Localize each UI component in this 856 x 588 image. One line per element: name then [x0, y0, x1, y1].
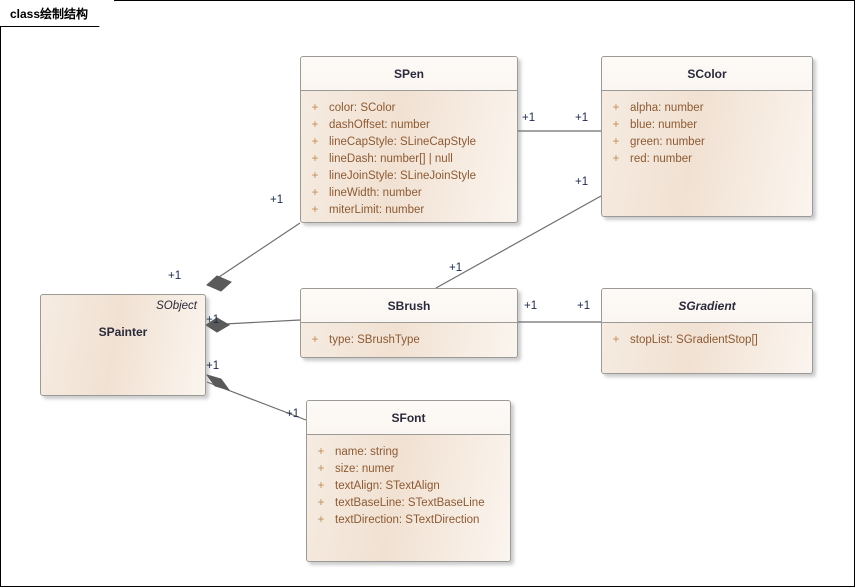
- class-attributes: + stopList: SGradientStop[]: [602, 323, 812, 355]
- visibility-marker: +: [317, 497, 325, 509]
- visibility-marker: +: [311, 102, 319, 114]
- class-box-scolor[interactable]: SColor + alpha: number + blue: number + …: [601, 56, 813, 217]
- multiplicity-label: +1: [524, 300, 538, 312]
- visibility-marker: +: [612, 102, 620, 114]
- visibility-marker: +: [311, 136, 319, 148]
- class-title: SFont: [391, 410, 426, 425]
- multiplicity-label: +1: [206, 314, 220, 326]
- visibility-marker: +: [311, 204, 319, 216]
- class-header: SFont: [307, 401, 510, 435]
- multiplicity-label: +1: [168, 270, 182, 282]
- visibility-marker: +: [311, 119, 319, 131]
- class-title: SBrush: [387, 298, 431, 313]
- class-parent-label: SObject: [156, 300, 197, 312]
- multiplicity-label: +1: [575, 176, 589, 188]
- attribute-label: stopList: SGradientStop[]: [630, 334, 758, 346]
- attribute-label: size: numer: [335, 463, 395, 475]
- class-box-sbrush[interactable]: SBrush + type: SBrushType: [300, 288, 518, 358]
- class-box-spen[interactable]: SPen + color: SColor + dashOffset: numbe…: [300, 56, 518, 223]
- class-attributes: + color: SColor + dashOffset: number + l…: [301, 91, 517, 222]
- attribute-row: + lineCapStyle: SLineCapStyle: [301, 134, 517, 151]
- connector-spainter-spen[interactable]: [206, 222, 301, 292]
- attribute-row: + textAlign: STextAlign: [307, 478, 510, 495]
- visibility-marker: +: [317, 514, 325, 526]
- attribute-row: + stopList: SGradientStop[]: [602, 332, 812, 349]
- class-title: SColor: [687, 66, 727, 81]
- attribute-row: + lineDash: number[] | null: [301, 151, 517, 168]
- attribute-label: alpha: number: [630, 102, 704, 114]
- connector-sbrush-scolor[interactable]: [435, 195, 602, 289]
- attribute-label: name: string: [335, 446, 399, 458]
- attribute-label: red: number: [630, 153, 693, 165]
- attribute-row: + green: number: [602, 134, 812, 151]
- class-header: SGradient: [602, 289, 812, 323]
- visibility-marker: +: [612, 153, 620, 165]
- multiplicity-label: +1: [270, 194, 284, 206]
- multiplicity-label: +1: [577, 300, 591, 312]
- class-box-sgradient[interactable]: SGradient + stopList: SGradientStop[]: [601, 288, 813, 374]
- diagram-title-tab: class绘制结构: [0, 0, 115, 27]
- multiplicity-label: +1: [206, 360, 220, 372]
- multiplicity-label: +1: [522, 112, 536, 124]
- attribute-row: + lineWidth: number: [301, 185, 517, 202]
- attribute-row: + type: SBrushType: [301, 332, 517, 349]
- attribute-label: textBaseLine: STextBaseLine: [335, 497, 485, 509]
- visibility-marker: +: [317, 446, 325, 458]
- visibility-marker: +: [612, 119, 620, 131]
- attribute-label: miterLimit: number: [329, 204, 425, 216]
- visibility-marker: +: [311, 153, 319, 165]
- attribute-row: + color: SColor: [301, 100, 517, 117]
- attribute-label: blue: number: [630, 119, 698, 131]
- composition-diamond-icon: [206, 275, 232, 292]
- attribute-row: + dashOffset: number: [301, 117, 517, 134]
- class-header: SPen: [301, 57, 517, 91]
- class-header: SColor: [602, 57, 812, 91]
- visibility-marker: +: [612, 334, 620, 346]
- attribute-label: lineJoinStyle: SLineJoinStyle: [329, 170, 477, 182]
- multiplicity-label: +1: [286, 408, 300, 420]
- attribute-row: + textBaseLine: STextBaseLine: [307, 495, 510, 512]
- attribute-label: dashOffset: number: [329, 119, 430, 131]
- attribute-row: + lineJoinStyle: SLineJoinStyle: [301, 168, 517, 185]
- attribute-label: lineDash: number[] | null: [329, 153, 453, 165]
- visibility-marker: +: [317, 463, 325, 475]
- attribute-label: textDirection: STextDirection: [335, 514, 480, 526]
- class-attributes: + alpha: number + blue: number + green: …: [602, 91, 812, 174]
- attribute-row: + name: string: [307, 444, 510, 461]
- visibility-marker: +: [317, 480, 325, 492]
- attribute-label: textAlign: STextAlign: [335, 480, 440, 492]
- attribute-row: + size: numer: [307, 461, 510, 478]
- visibility-marker: +: [311, 334, 319, 346]
- class-title: SPen: [393, 66, 424, 81]
- class-title: SPainter: [98, 325, 148, 339]
- attribute-row: + alpha: number: [602, 100, 812, 117]
- attribute-row: + textDirection: STextDirection: [307, 512, 510, 529]
- attribute-label: green: number: [630, 136, 705, 148]
- class-attributes: + name: string + size: numer + textAlign…: [307, 435, 510, 535]
- diagram-title-label: class绘制结构: [10, 6, 89, 21]
- class-header: SBrush: [301, 289, 517, 323]
- class-title: SGradient: [678, 298, 736, 313]
- attribute-row: + miterLimit: number: [301, 202, 517, 219]
- attribute-label: lineCapStyle: SLineCapStyle: [329, 136, 477, 148]
- visibility-marker: +: [612, 136, 620, 148]
- class-attributes: + type: SBrushType: [301, 323, 517, 355]
- attribute-row: + red: number: [602, 151, 812, 168]
- multiplicity-label: +1: [449, 262, 463, 274]
- class-box-spainter[interactable]: SObject SPainter: [40, 294, 206, 396]
- visibility-marker: +: [311, 170, 319, 182]
- multiplicity-label: +1: [575, 112, 589, 124]
- attribute-row: + blue: number: [602, 117, 812, 134]
- connector-spainter-sbrush[interactable]: [205, 317, 301, 333]
- composition-diamond-icon: [205, 374, 231, 391]
- composition-diamond-icon: [205, 317, 230, 333]
- visibility-marker: +: [311, 187, 319, 199]
- attribute-label: type: SBrushType: [329, 334, 420, 346]
- connector-spainter-sfont[interactable]: [205, 374, 307, 421]
- class-box-sfont[interactable]: SFont + name: string + size: numer + tex…: [306, 400, 511, 562]
- attribute-label: lineWidth: number: [329, 187, 422, 199]
- attribute-label: color: SColor: [329, 102, 396, 114]
